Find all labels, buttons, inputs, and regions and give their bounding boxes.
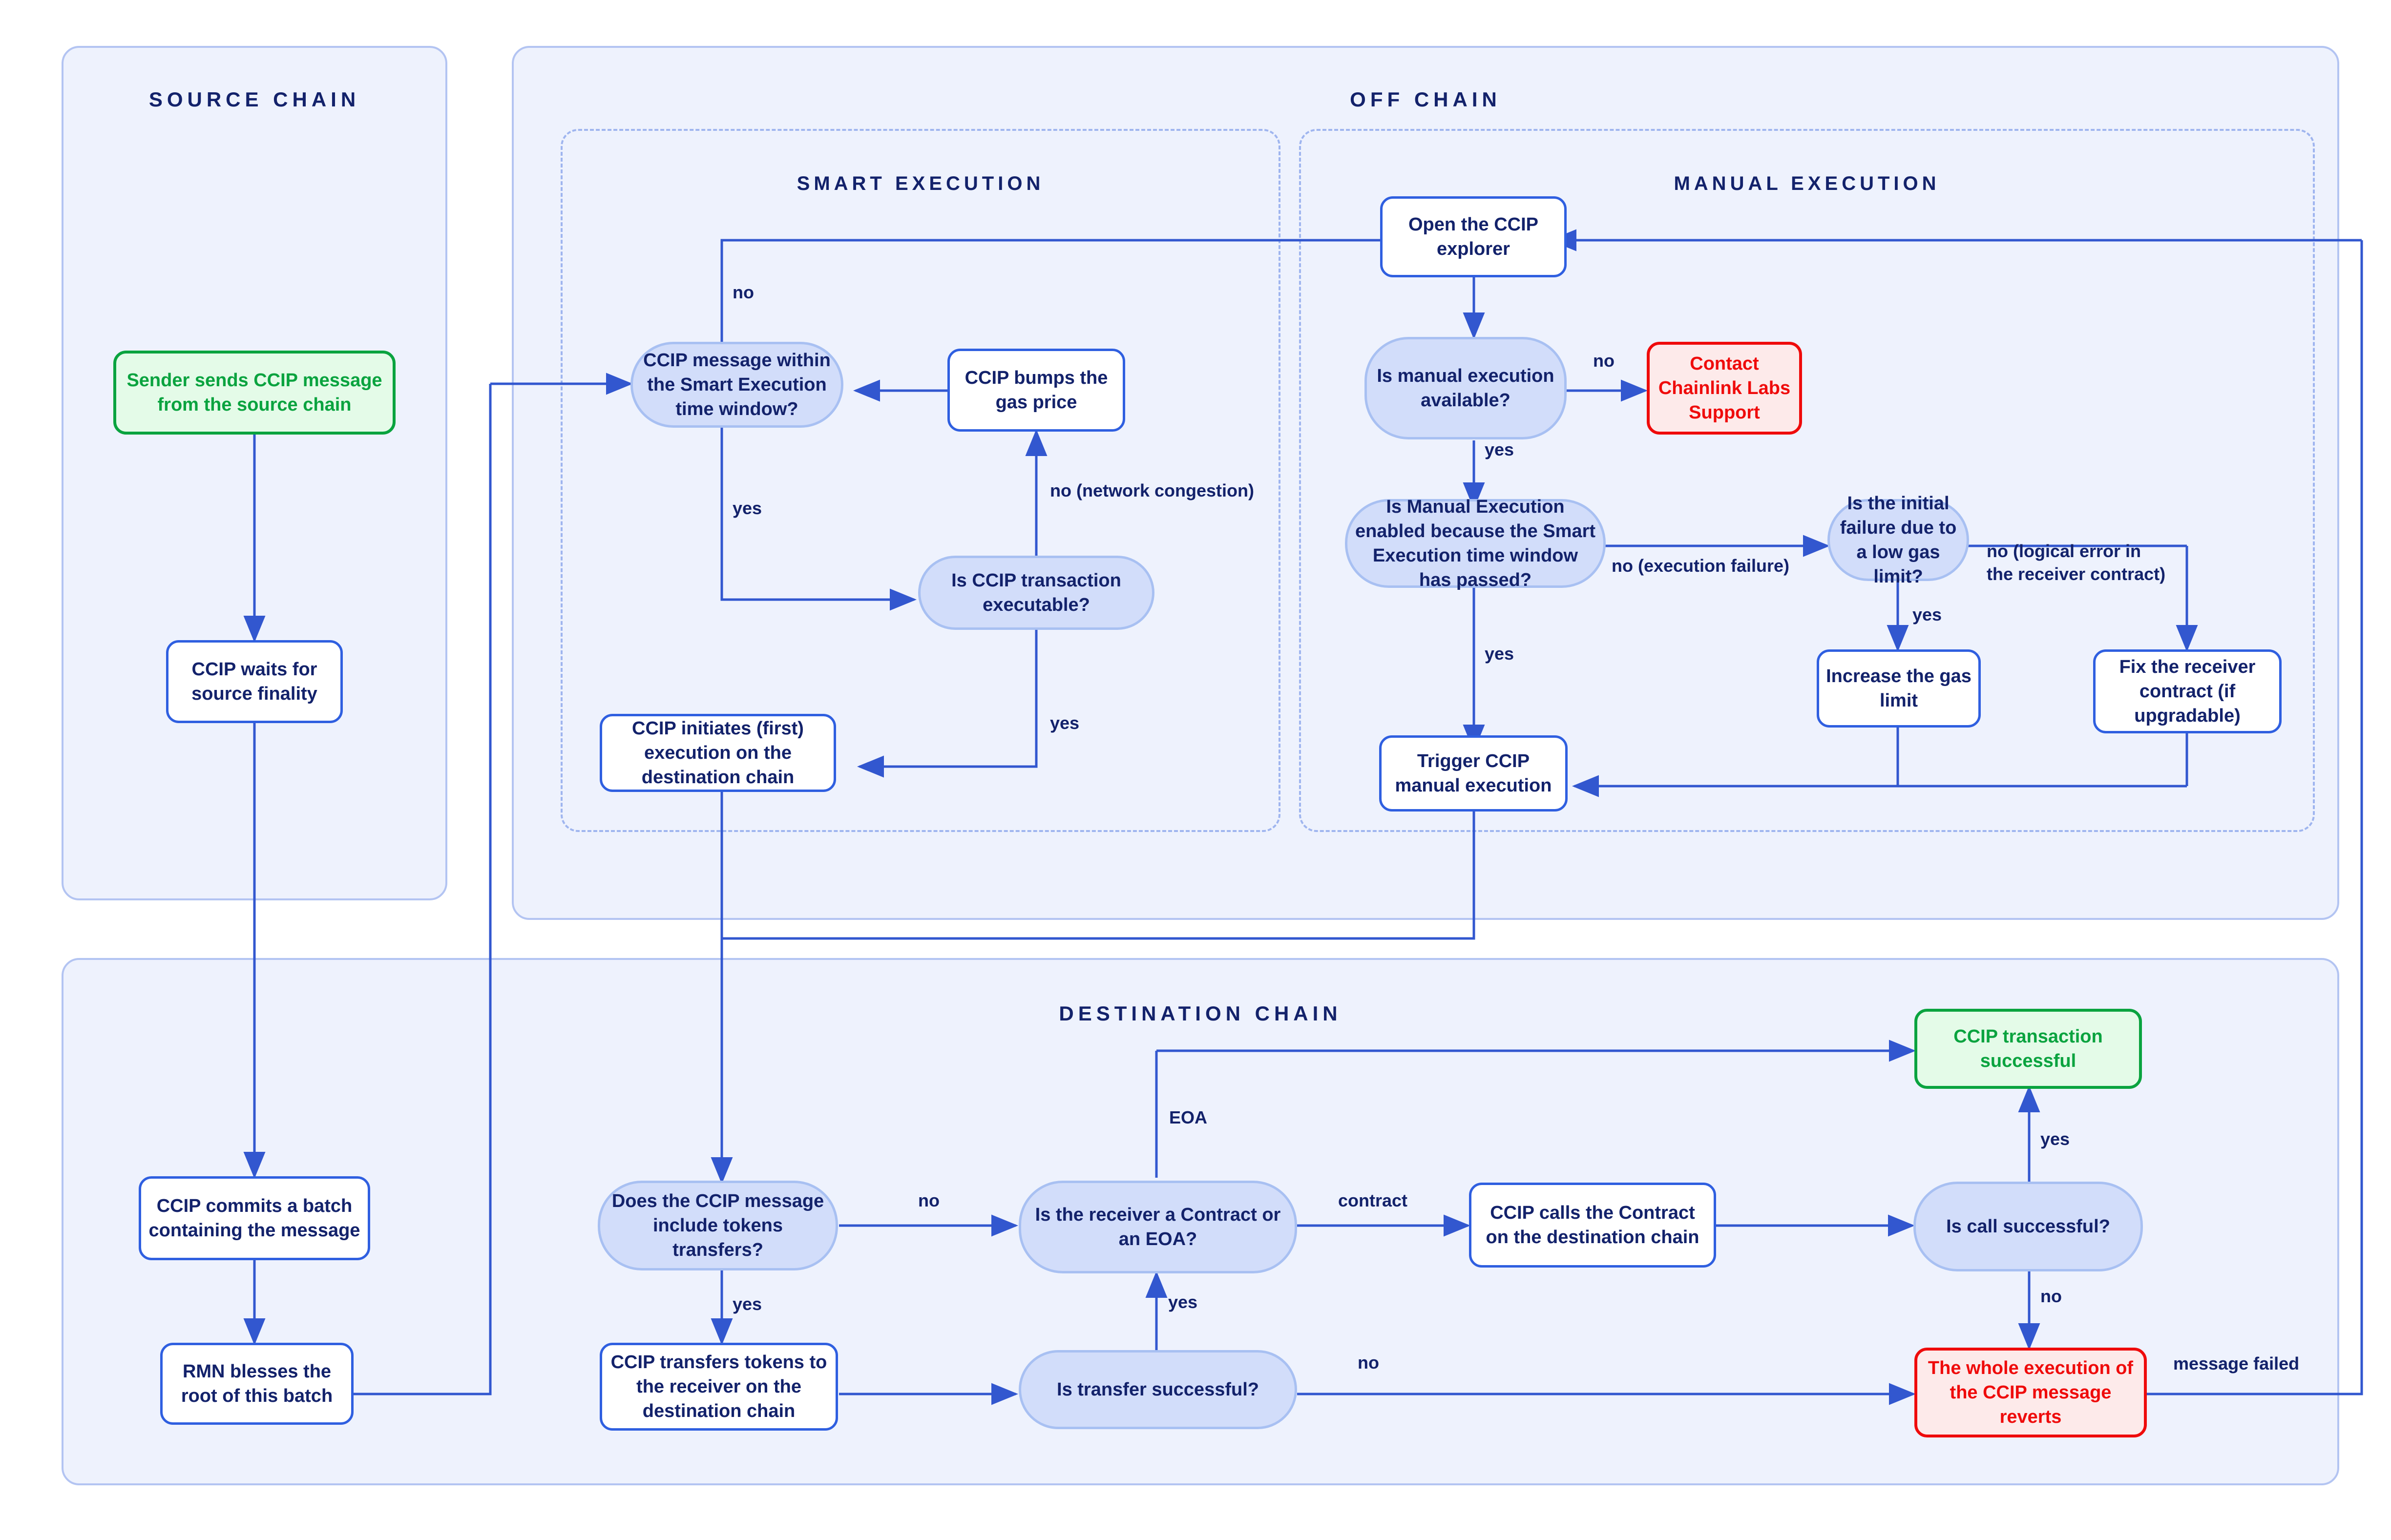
edge-label-receiver-contract: contract [1338,1190,1408,1210]
edge-label-gas-limit-yes: yes [1912,604,1942,624]
node-whole-reverts[interactable]: The whole execution of the CCIP message … [1914,1348,2147,1437]
node-trigger-manual-label: Trigger CCIP manual execution [1395,750,1552,796]
node-commits-batch-label: CCIP commits a batch containing the mess… [148,1195,360,1241]
edge-label-manual-available-yes: yes [1485,439,1514,459]
node-receiver-contract-or-eoa[interactable]: Is the receiver a Contract or an EOA? [1019,1181,1297,1273]
node-manual-available[interactable]: Is manual execution available? [1364,337,1567,439]
node-tx-successful-label: CCIP transaction successful [1953,1026,2103,1071]
edge-label-receiver-eoa: EOA [1169,1107,1208,1127]
edge-label-tokens-yes: yes [733,1294,762,1314]
node-manual-enabled[interactable]: Is Manual Execution enabled because the … [1345,497,1606,590]
node-open-explorer-label: Open the CCIP explorer [1408,214,1539,259]
node-rmn-blesses-label: RMN blesses the root of this batch [181,1361,333,1406]
edge-label-call-no: no [2040,1286,2062,1306]
edge-label-executable-yes: yes [1050,713,1080,733]
edge-label-manual-enabled-no: no (execution failure) [1612,556,1790,576]
node-receiver-contract-or-eoa-label: Is the receiver a Contract or an EOA? [1035,1204,1281,1249]
node-includes-tokens-label: Does the CCIP message include tokens tra… [611,1190,824,1261]
node-whole-reverts-label: The whole execution of the CCIP message … [1928,1357,2134,1428]
node-msg-within-window[interactable]: CCIP message within the Smart Execution … [630,342,843,428]
node-transfers-tokens[interactable]: CCIP transfers tokens to the receiver on… [600,1343,838,1431]
node-bumps-gas-label: CCIP bumps the gas price [965,367,1108,413]
node-manual-enabled-label: Is Manual Execution enabled because the … [1355,496,1596,591]
edge-label-window-no: no [733,282,754,302]
node-msg-within-window-label: CCIP message within the Smart Execution … [643,350,831,420]
node-is-executable-label: Is CCIP transaction executable? [951,570,1121,615]
group-source-chain-title: SOURCE CHAIN [148,88,360,111]
node-initial-failure-gas-label: Is the initial failure due to a low gas … [1840,493,1957,587]
node-waits-finality[interactable]: CCIP waits for source finality [166,640,343,723]
node-transfer-successful-label: Is transfer successful? [1057,1379,1259,1400]
node-initiates-exec[interactable]: CCIP initiates (first) execution on the … [600,714,836,792]
node-trigger-manual[interactable]: Trigger CCIP manual execution [1379,735,1568,812]
node-includes-tokens[interactable]: Does the CCIP message include tokens tra… [598,1181,838,1270]
edge-label-manual-available-no: no [1593,351,1615,371]
subgroup-smart-execution-title: SMART EXECUTION [797,173,1045,194]
node-transfers-tokens-label: CCIP transfers tokens to the receiver on… [610,1352,827,1422]
edge-label-transfer-yes: yes [1168,1292,1198,1312]
node-manual-available-label: Is manual execution available? [1377,365,1554,411]
node-tx-successful[interactable]: CCIP transaction successful [1914,1009,2142,1089]
group-source-chain: SOURCE CHAIN [62,46,447,900]
edge-label-message-failed: message failed [2173,1353,2300,1374]
edge-label-executable-no: no (network congestion) [1050,480,1254,500]
node-contact-support[interactable]: Contact Chainlink Labs Support [1647,342,1802,435]
node-initial-failure-gas[interactable]: Is the initial failure due to a low gas … [1827,493,1969,587]
node-waits-finality-label: CCIP waits for source finality [191,659,317,704]
node-rmn-blesses[interactable]: RMN blesses the root of this batch [160,1343,354,1425]
edge-label-manual-enabled-yes: yes [1485,644,1514,664]
node-contact-support-label: Contact Chainlink Labs Support [1658,353,1791,423]
edge-label-window-yes: yes [733,498,762,518]
node-increase-gas-label: Increase the gas limit [1826,666,1972,711]
edge-label-gas-limit-no-text: no (logical error in the receiver contra… [1987,541,2166,584]
node-call-successful-label: Is call successful? [1946,1216,2110,1237]
node-increase-gas[interactable]: Increase the gas limit [1817,649,1981,728]
node-calls-contract-label: CCIP calls the Contract on the destinati… [1486,1202,1699,1248]
node-fix-receiver[interactable]: Fix the receiver contract (if upgradable… [2093,649,2282,733]
edge-label-transfer-no: no [1358,1353,1379,1373]
group-off-chain-title: OFF CHAIN [1350,88,1501,111]
edge-label-tokens-no: no [918,1190,940,1210]
node-open-explorer[interactable]: Open the CCIP explorer [1380,196,1567,277]
node-call-successful[interactable]: Is call successful? [1913,1182,2143,1271]
edge-label-call-yes: yes [2040,1129,2070,1149]
node-is-executable[interactable]: Is CCIP transaction executable? [918,556,1154,630]
subgroup-manual-execution-title: MANUAL EXECUTION [1674,173,1940,194]
node-bumps-gas[interactable]: CCIP bumps the gas price [947,349,1125,432]
node-sender-sends[interactable]: Sender sends CCIP message from the sourc… [113,351,396,435]
group-destination-chain-title: DESTINATION CHAIN [1059,1002,1342,1025]
node-commits-batch[interactable]: CCIP commits a batch containing the mess… [139,1176,370,1260]
edge-label-gas-limit-no: no (logical error in the receiver contra… [1987,540,2167,586]
node-transfer-successful[interactable]: Is transfer successful? [1019,1350,1297,1429]
node-sender-sends-label: Sender sends CCIP message from the sourc… [126,370,382,415]
node-calls-contract[interactable]: CCIP calls the Contract on the destinati… [1469,1183,1716,1268]
node-initiates-exec-label: CCIP initiates (first) execution on the … [632,718,804,788]
node-fix-receiver-label: Fix the receiver contract (if upgradable… [2119,656,2256,727]
